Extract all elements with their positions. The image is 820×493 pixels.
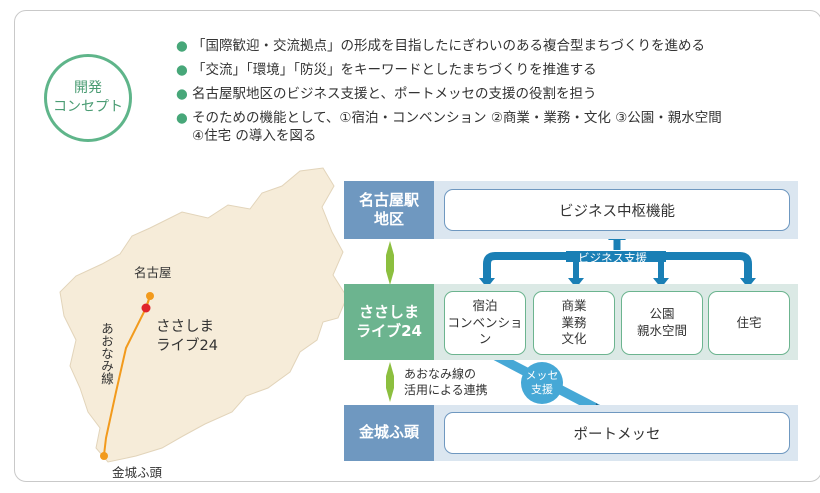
business-support-bar (566, 251, 666, 262)
sasashima-station-dot (141, 303, 151, 313)
row-label-nagoya-station: 名古屋駅 地区 (344, 181, 434, 239)
bullet-item: ● そのための機能として、①宿泊・コンベンション ②商業・業務・文化 ③公園・親… (176, 110, 796, 128)
function-box-park-waterfront: 公園 親水空間 (621, 291, 703, 355)
map-label-nagoya: 名古屋 (134, 265, 172, 280)
support-arrowhead (740, 278, 756, 288)
row-label-sasashima: ささしま ライブ24 (344, 284, 434, 360)
support-arrowhead (653, 278, 669, 288)
function-box-lodging-convention: 宿泊 コンベンション (444, 291, 526, 355)
concept-bullet-list: ● 「国際歓迎・交流拠点」の形成を目指したにぎわいのある複合型まちづくりを進める… (176, 38, 796, 152)
messe-support-badge: メッセ 支援 (521, 362, 563, 404)
support-arrowhead (479, 278, 495, 288)
bullet-text: 名古屋駅地区のビジネス支援と、ポートメッセの支援の役割を担う (192, 86, 597, 103)
concept-label-line1: 開発 (74, 80, 102, 97)
bullet-dot-icon: ● (176, 110, 188, 127)
nagoya-sasashima-link-arrow (386, 241, 394, 285)
concept-badge: 開発 コンセプト (44, 54, 132, 142)
bullet-item: ● 「国際歓迎・交流拠点」の形成を目指したにぎわいのある複合型まちづくりを進める (176, 38, 796, 56)
concept-label-line2: コンセプト (53, 99, 123, 115)
map-label-aonami-line: あおなみ線 (99, 322, 114, 385)
nagoya-station-dot (146, 292, 154, 300)
aonami-cooperation-text: あおなみ線の 活用による連携 (404, 367, 488, 398)
business-support-label: ビジネス支援 (578, 251, 647, 265)
bullet-item: ● 「交流」「環境」「防災」をキーワードとしたまちづくりを推進する (176, 62, 796, 80)
bullet-text: ④住宅 の導入を図る (192, 127, 317, 144)
function-box-housing: 住宅 (708, 291, 790, 355)
nagoya-city-map (59, 167, 348, 463)
support-arrowhead (568, 278, 584, 288)
row-label-kinjo-futo: 金城ふ頭 (344, 405, 434, 461)
bullet-text: 「交流」「環境」「防災」をキーワードとしたまちづくりを推進する (192, 62, 597, 79)
bullet-dot-icon: ● (176, 86, 188, 103)
kinjo-station-dot (100, 452, 108, 460)
bullet-item: ● 名古屋駅地区のビジネス支援と、ポートメッセの支援の役割を担う (176, 86, 796, 104)
function-box-commerce-business-culture: 商業 業務 文化 (533, 291, 615, 355)
box-business-hub-function: ビジネス中枢機能 (444, 189, 790, 231)
box-port-messe: ポートメッセ (444, 412, 790, 454)
bullet-dot-icon: ● (176, 38, 188, 54)
bullet-dot-icon: ● (176, 62, 188, 79)
bullet-text: 「国際歓迎・交流拠点」の形成を目指したにぎわいのある複合型まちづくりを進める (192, 38, 705, 54)
bullet-text: そのための機能として、①宿泊・コンベンション ②商業・業務・文化 ③公園・親水空… (192, 110, 722, 127)
map-label-sasashima: ささしま ライブ24 (156, 319, 218, 354)
map-label-kinjo: 金城ふ頭 (112, 465, 163, 480)
bullet-item-continuation: ④住宅 の導入を図る (176, 128, 796, 146)
sasashima-kinjo-link-arrow (386, 362, 394, 402)
content-frame (14, 10, 820, 482)
